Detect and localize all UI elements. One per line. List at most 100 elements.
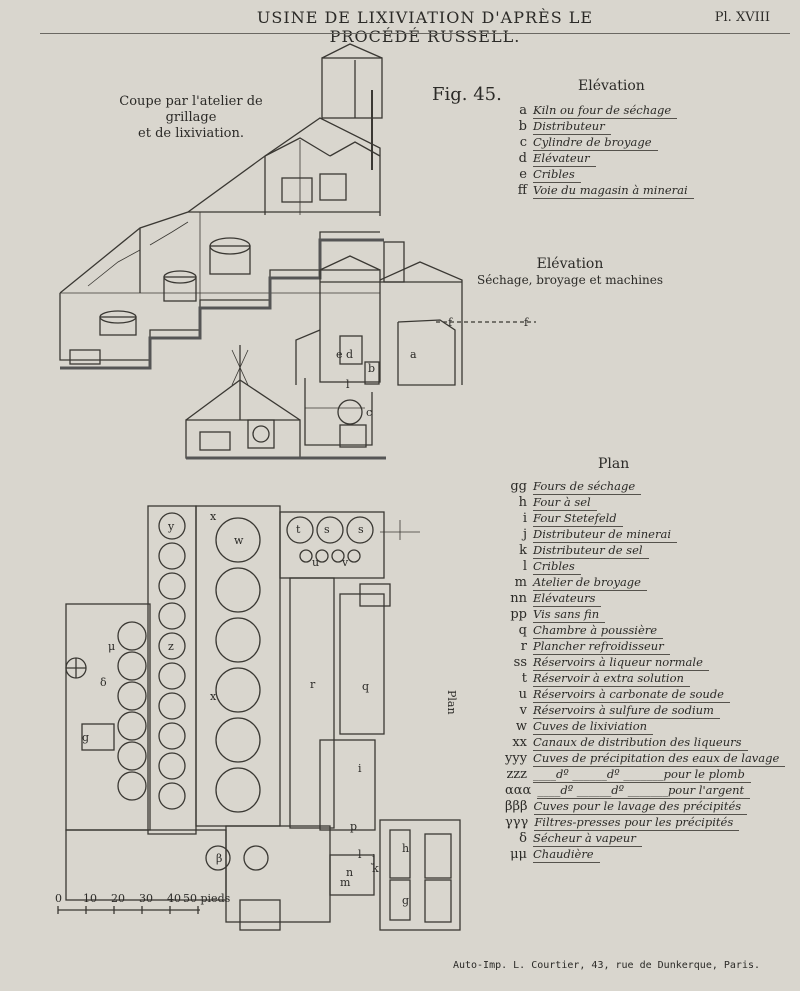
precipitation-vat <box>158 602 186 630</box>
elevation-legend-key: b <box>518 119 527 134</box>
small-tank <box>347 549 361 563</box>
plan-letter: v <box>341 556 349 569</box>
precipitation-vat <box>158 722 186 750</box>
plan-legend-key: zzz <box>506 767 527 782</box>
precipitation-vat <box>158 632 186 660</box>
plan-letter: y <box>167 520 175 533</box>
plan-legend-text: Réservoirs à sulfure de sodium <box>533 702 720 719</box>
pan-vat <box>117 621 147 651</box>
elevation-legend-text: Distributeur <box>533 118 611 135</box>
elevation-caption-line2: Séchage, broyage et machines <box>476 273 664 287</box>
plan-letter: δ <box>100 676 107 689</box>
elevation-letter: d <box>346 348 353 361</box>
plan-legend-text: Cuves pour le lavage des précipités <box>533 798 748 815</box>
plan-legend-text: Filtres-presses pour les précipités <box>534 814 740 831</box>
plan-legend-heading: Plan <box>598 456 630 472</box>
plan-letter: n <box>346 866 353 879</box>
section-drawing <box>59 43 384 370</box>
plan-letter: z <box>168 640 174 653</box>
plan-legend-key: l <box>522 559 527 574</box>
precipitation-vat <box>158 512 186 540</box>
plan-legend-key: yyy <box>505 751 528 766</box>
elevation-legend-key: ff <box>517 183 527 198</box>
plan-legend-item: j Distributeur de minerai <box>505 526 785 543</box>
elevation-letter: f <box>524 316 529 329</box>
leaching-vat <box>215 767 261 813</box>
precipitation-vat <box>158 782 186 810</box>
scale-tick-label: 30 <box>139 892 153 905</box>
plan-legend-text: Réservoirs à carbonate de soude <box>533 686 730 703</box>
elevation-caption-line1: Elévation <box>536 256 604 272</box>
precipitation-vat <box>158 662 186 690</box>
plan-legend-key: nn <box>510 591 527 606</box>
plan-legend-key: ααα <box>505 783 532 798</box>
leaching-vat <box>215 567 261 613</box>
small-tank <box>315 549 329 563</box>
plan-legend-text: Elévateurs <box>533 590 602 607</box>
plan-legend-key: w <box>515 719 527 734</box>
solution-tank <box>316 516 344 544</box>
plan-legend-key: r <box>520 639 527 654</box>
plan-legend-text: Four Stetefeld <box>533 510 623 527</box>
elevation-drawing <box>185 241 536 460</box>
pan-vat <box>117 771 147 801</box>
precipitation-vat <box>158 572 186 600</box>
plan-letter: r <box>310 678 316 691</box>
plan-legend-key: t <box>521 671 527 686</box>
plan-legend-text: Chaudière <box>533 846 600 863</box>
plan-legend-key: j <box>522 527 527 542</box>
pan-vat <box>117 741 147 771</box>
plan-legend-text: Four à sel <box>533 494 597 511</box>
plan-legend-text: Atelier de broyage <box>533 574 647 591</box>
plan-legend-key: μμ <box>510 847 527 862</box>
plan-legend-key: δ <box>519 831 527 846</box>
small-tank <box>331 549 345 563</box>
elevation-legend-key: c <box>519 135 527 150</box>
plan-legend-text: Cuves de lixiviation <box>533 718 654 735</box>
plan-side-label: Plan <box>445 690 458 715</box>
plan-legend-key: ss <box>513 655 527 670</box>
elevation-legend-item: b Distributeur <box>505 118 694 135</box>
plan-letter: t <box>296 523 301 536</box>
plan-legend-key: m <box>514 575 527 590</box>
precipitation-vat <box>158 542 186 570</box>
elevation-letter: b <box>368 362 375 375</box>
plan-letter: x <box>210 510 217 523</box>
plan-letter: g <box>402 894 409 907</box>
plan-legend-key: k <box>519 543 527 558</box>
pan-vat <box>117 711 147 741</box>
plan-legend-text: Vis sans fin <box>533 606 606 623</box>
plan-legend-text: Fours de séchage <box>533 478 642 495</box>
plan-legend-item: w Cuves de lixiviation <box>505 718 785 735</box>
plan-legend-text: ____dº ______dº _______pour l'argent <box>537 782 751 799</box>
plan-letter: p <box>350 820 357 833</box>
solution-tank <box>346 516 374 544</box>
plan-legend-key: v <box>519 703 527 718</box>
elevation-legend-heading: Elévation <box>578 78 645 94</box>
plan-legend-text: Distributeur de minerai <box>533 526 677 543</box>
plan-letter: s <box>358 523 364 536</box>
scale-tick-label: 10 <box>83 892 97 905</box>
plan-legend-item: v Réservoirs à sulfure de sodium <box>505 702 785 719</box>
plan-legend-item: zzz ____dº ______dº _______pour le plomb <box>505 766 785 783</box>
plan-letter: g <box>82 731 89 744</box>
plan-legend-text: ____dº ______dº _______pour le plomb <box>533 766 751 783</box>
elevation-legend-text: Cylindre de broyage <box>533 134 658 151</box>
plan-letter: l <box>358 848 362 861</box>
leaching-vat <box>215 667 261 713</box>
elevation-legend-text: Cribles <box>533 166 581 183</box>
solution-tank <box>286 516 314 544</box>
